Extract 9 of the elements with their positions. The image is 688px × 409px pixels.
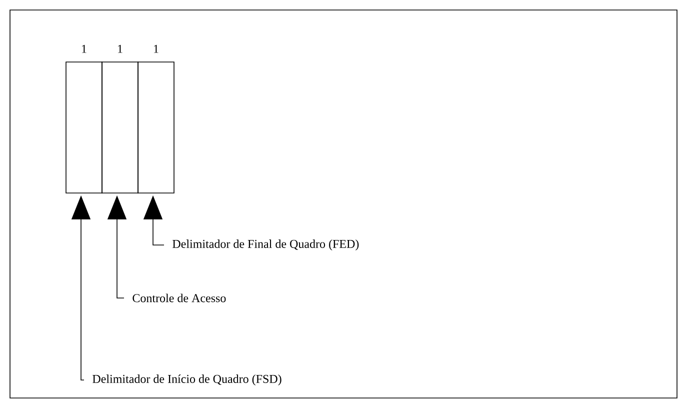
field-label: Delimitador de Início de Quadro (FSD) [92, 374, 282, 386]
field-size: 1 [82, 44, 86, 53]
field-size: 1 [118, 44, 122, 53]
field-box [138, 62, 174, 194]
field-label: Delimitador de Final de Quadro (FED) [172, 240, 359, 250]
field-box [102, 62, 138, 194]
field-box [66, 62, 102, 194]
field-size: 1 [154, 44, 158, 53]
field-label: Controle de Acesso [132, 294, 226, 302]
